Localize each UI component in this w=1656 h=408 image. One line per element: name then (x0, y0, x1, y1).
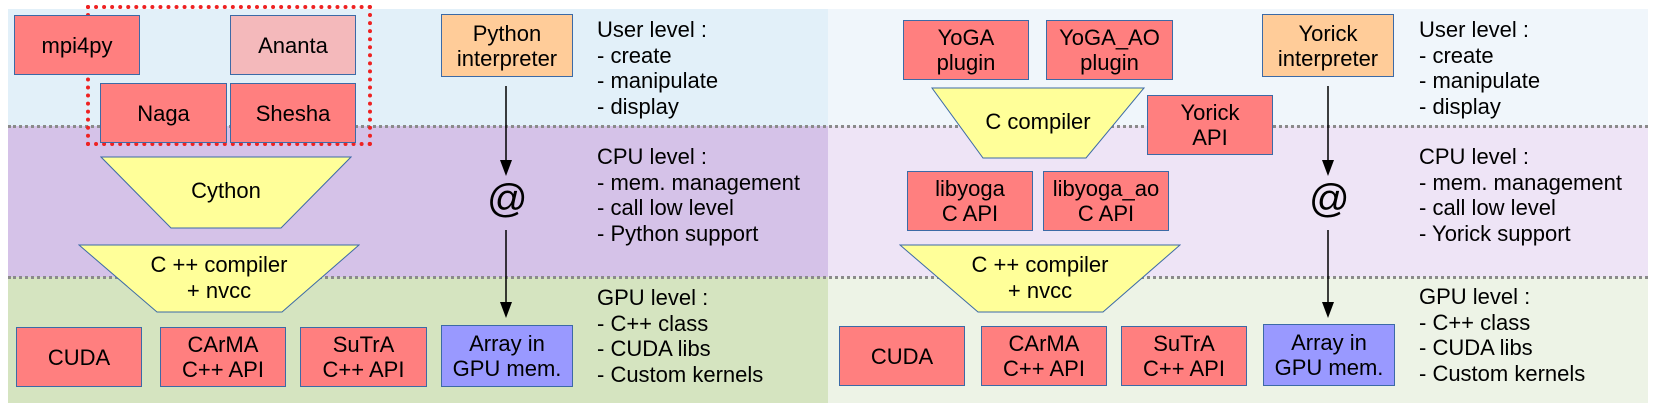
ananta-box: Ananta (230, 15, 356, 75)
right-at-symbol: @ (1309, 177, 1350, 221)
left-cpp-compiler-stage: C ++ compiler + nvcc (78, 244, 360, 313)
left-sutra-box: SuTrA C++ API (300, 327, 427, 387)
right-array-gpu-mem-box: Array in GPU mem. (1263, 324, 1395, 386)
right-cpp-compiler-trapezoid-shape (899, 244, 1181, 313)
left-interpreter-to-at-arrow (500, 86, 512, 176)
left-cuda-box: CUDA (16, 327, 142, 387)
libyoga-ao-c-api-box: libyoga_ao C API (1043, 171, 1169, 231)
right-gpu-level-description: GPU level : - C++ class - CUDA libs - Cu… (1419, 284, 1586, 386)
naga-box: Naga (100, 83, 227, 143)
c-compiler-label: C compiler (985, 109, 1091, 134)
left-cpp-compiler-label: C ++ compiler + nvcc (150, 252, 288, 303)
right-interpreter-to-at-arrow (1322, 86, 1334, 176)
right-sutra-box: SuTrA C++ API (1121, 326, 1247, 386)
left-carma-box: CArMA C++ API (160, 327, 286, 387)
cython-compiler-stage: Cython (100, 156, 352, 229)
right-cpp-compiler-stage: C ++ compiler + nvcc (899, 244, 1181, 313)
c-compiler-stage: C compiler (931, 87, 1145, 159)
right-cuda-box: CUDA (839, 326, 965, 386)
level-separator-cpu-gpu (8, 276, 1648, 279)
shesha-box: Shesha (230, 83, 356, 143)
yoga-ao-plugin-box: YoGA_AO plugin (1046, 20, 1173, 80)
yorick-api-box: Yorick API (1147, 95, 1273, 155)
mpi4py-box: mpi4py (14, 15, 140, 75)
left-at-symbol: @ (487, 177, 528, 221)
yorick-interpreter-box: Yorick interpreter (1262, 14, 1394, 77)
python-modules-group-outline (86, 5, 372, 146)
python-interpreter-box: Python interpreter (441, 14, 573, 77)
right-at-to-array-arrow (1322, 230, 1334, 318)
left-array-gpu-mem-box: Array in GPU mem. (441, 325, 573, 387)
level-separator-user-cpu (8, 125, 1648, 128)
left-gpu-level-description: GPU level : - C++ class - CUDA libs - Cu… (597, 285, 764, 387)
right-carma-box: CArMA C++ API (981, 326, 1107, 386)
yoga-plugin-box: YoGA plugin (903, 20, 1029, 80)
left-cpu-level-description: CPU level : - mem. management - call low… (597, 144, 800, 246)
cython-label: Cython (191, 178, 261, 203)
left-at-to-array-arrow (500, 230, 512, 318)
libyoga-c-api-box: libyoga C API (907, 171, 1033, 231)
right-cpu-level-description: CPU level : - mem. management - call low… (1419, 144, 1622, 246)
right-user-level-description: User level : - create - manipulate - dis… (1419, 17, 1541, 119)
left-cpp-compiler-trapezoid-shape (78, 244, 360, 313)
cython-trapezoid-shape (100, 156, 352, 229)
c-compiler-trapezoid-shape (931, 87, 1145, 159)
left-user-level-description: User level : - create - manipulate - dis… (597, 17, 719, 119)
right-cpp-compiler-label: C ++ compiler + nvcc (971, 252, 1109, 303)
